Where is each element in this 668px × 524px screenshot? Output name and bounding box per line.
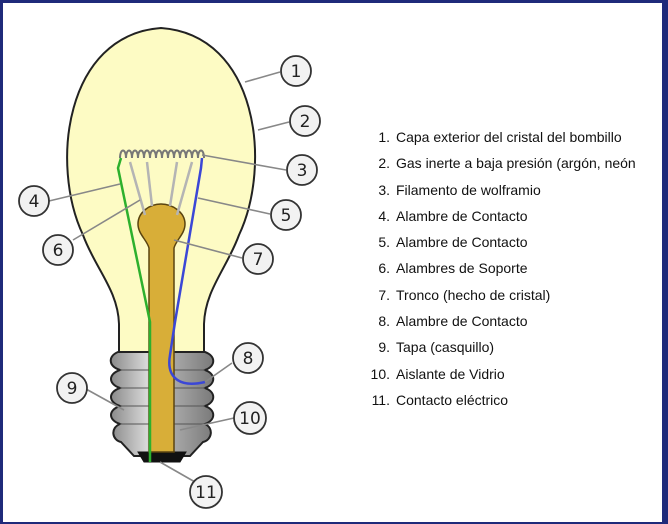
legend-number: 7. <box>378 286 390 303</box>
legend-text: Filamento de wolframio <box>396 181 541 198</box>
legend-item: 2. Gas inerte a baja presión (argón, neón <box>364 150 636 176</box>
marker-5-label: 5 <box>281 206 292 226</box>
marker-1: 1 <box>280 55 312 87</box>
legend-item: 10. Aislante de Vidrio <box>364 361 636 387</box>
legend-item: 4. Alambre de Contacto <box>364 203 636 229</box>
legend-text: Alambre de Contacto <box>396 234 528 251</box>
legend-number: 1. <box>378 129 390 145</box>
support-wires <box>128 161 194 216</box>
bulb-glass-shape <box>66 26 256 353</box>
marker-10-label: 10 <box>239 409 261 429</box>
bottom-contact-shape <box>137 451 187 463</box>
marker-2: 2 <box>289 105 321 137</box>
parts-legend: 1. Capa exterior del cristal del bombillo… <box>364 124 636 413</box>
marker-2-label: 2 <box>300 112 311 132</box>
legend-item: 8. Alambre de Contacto <box>364 308 636 334</box>
legend-text: Alambre de Contacto <box>396 313 528 330</box>
marker-11: 11 <box>189 475 223 509</box>
legend-number: 9. <box>378 339 390 356</box>
marker-4: 4 <box>18 185 50 217</box>
legend-text: Tronco (hecho de cristal) <box>396 286 551 303</box>
legend-text: Gas inerte a baja presión (argón, neón <box>396 155 636 172</box>
legend-item: 9. Tapa (casquillo) <box>364 334 636 360</box>
legend-number: 5. <box>378 234 390 251</box>
legend-item: 3. Filamento de wolframio <box>364 177 636 203</box>
legend-item: 6. Alambres de Soporte <box>364 255 636 281</box>
legend-text: Tapa (casquillo) <box>396 339 495 356</box>
legend-number: 3. <box>378 181 390 198</box>
legend-text: Alambres de Soporte <box>396 260 528 277</box>
legend-text: Alambre de Contacto <box>396 207 528 224</box>
legend-item: 11. Contacto eléctrico <box>364 387 636 413</box>
legend-number: 4. <box>378 207 390 224</box>
legend-number: 10. <box>370 365 390 382</box>
legend-item: 7. Tronco (hecho de cristal) <box>364 282 636 308</box>
marker-1-label: 1 <box>291 62 302 82</box>
marker-10: 10 <box>233 401 267 435</box>
legend-text: Contacto eléctrico <box>396 391 509 408</box>
legend-text: Aislante de Vidrio <box>396 365 505 382</box>
marker-8-label: 8 <box>243 349 254 369</box>
marker-7-label: 7 <box>253 250 264 270</box>
marker-8: 8 <box>232 342 264 374</box>
legend-number: 11. <box>371 391 390 408</box>
marker-3-label: 3 <box>297 161 308 181</box>
marker-9: 9 <box>56 372 88 404</box>
contact-wire-right <box>168 157 206 385</box>
marker-4-label: 4 <box>29 192 40 212</box>
legend-item: 5. Alambre de Contacto <box>364 229 636 255</box>
legend-number: 6. <box>378 260 390 277</box>
filament-coil <box>119 149 205 159</box>
contact-wire-left <box>116 157 152 462</box>
marker-9-label: 9 <box>67 379 78 399</box>
legend-number: 2. <box>378 155 390 172</box>
marker-6-label: 6 <box>53 241 64 261</box>
legend-item: 1. Capa exterior del cristal del bombillo <box>364 124 636 150</box>
leader-lines <box>48 71 290 483</box>
marker-5: 5 <box>270 199 302 231</box>
legend-text: Capa exterior del cristal del bombillo <box>396 129 622 145</box>
marker-6: 6 <box>42 234 74 266</box>
marker-7: 7 <box>242 243 274 275</box>
marker-3: 3 <box>286 154 318 186</box>
marker-11-label: 11 <box>195 483 217 503</box>
legend-number: 8. <box>378 313 390 330</box>
